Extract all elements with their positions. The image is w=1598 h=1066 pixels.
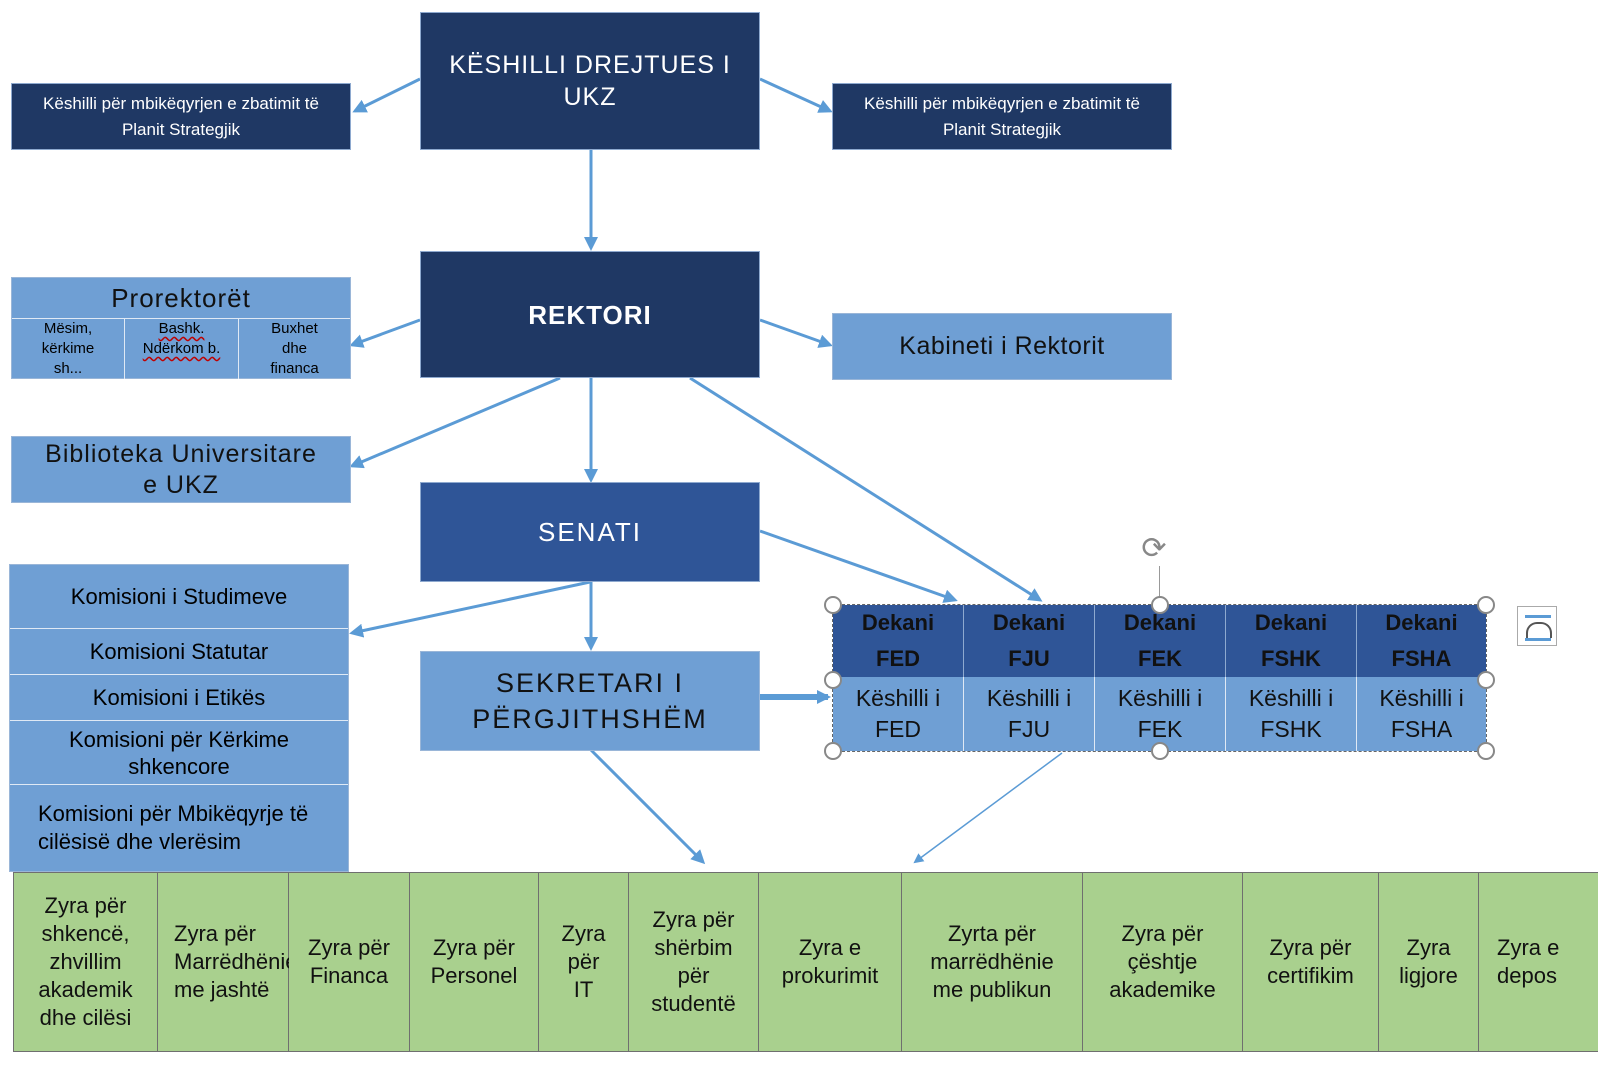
office-it: Zyra për IT (539, 873, 629, 1051)
office-student-services: Zyra për shërbim për studentë (629, 873, 759, 1051)
office-public-relations-label: Zyrta për marrëdhënie me publikun (930, 921, 1054, 1002)
office-certification-label: Zyra për certifikim (1267, 935, 1354, 988)
commission-research: Komisioni për Kërkime shkencore (10, 721, 348, 785)
commissions-panel: Komisioni i Studimeve Komisioni Statutar… (9, 564, 349, 872)
arrow-rector-to-cabinet (759, 318, 833, 348)
arrow-secretary-to-offices (589, 748, 706, 865)
prorector-teaching: Mësim, kërkime sh... (12, 319, 125, 379)
council-fek: Këshilli i FEK (1095, 677, 1226, 751)
office-personnel-label: Zyra për Personel (430, 935, 518, 988)
commission-statute: Komisioni Statutar (10, 629, 348, 675)
council-fed: Këshilli i FED (833, 677, 964, 751)
prorectors-box: Prorektorët Mësim, kërkime sh... Bashk. … (11, 277, 351, 379)
office-legal: Zyra ligjore (1379, 873, 1479, 1051)
resize-handle-tl[interactable] (824, 596, 842, 614)
arrow-faculties-to-offices (913, 752, 1063, 864)
rector-cabinet: Kabineti i Rektorit (832, 313, 1172, 380)
rotate-handle-stem (1159, 566, 1160, 603)
arrow-rector-to-prorectors (349, 318, 421, 348)
office-personnel: Zyra për Personel (410, 873, 539, 1051)
office-finance: Zyra për Financa (289, 873, 410, 1051)
resize-handle-mr[interactable] (1477, 671, 1495, 689)
monitoring-council-left-label: Këshilli për mbikëqyrjen e zbatimit të P… (43, 93, 319, 139)
office-science-label: Zyra për shkencë, zhvillim akademik dhe … (38, 893, 133, 1030)
office-science: Zyra për shkencë, zhvillim akademik dhe … (14, 873, 158, 1051)
resize-handle-bc[interactable] (1151, 742, 1169, 760)
rector-box: REKTORI (420, 251, 760, 378)
arrow-rector-to-library (349, 376, 561, 469)
dean-fsha: Dekani FSHA (1385, 610, 1458, 671)
prorector-budget: Buxhet dhe financa (270, 320, 319, 377)
library-label: Biblioteka Universitare e UKZ (45, 439, 317, 499)
offices-row: Zyra për shkencë, zhvillim akademik dhe … (13, 872, 1598, 1052)
resize-handle-br[interactable] (1477, 742, 1495, 760)
dean-fek: Dekani FEK (1095, 605, 1226, 677)
rector-cabinet-label: Kabineti i Rektorit (899, 332, 1105, 360)
library-box: Biblioteka Universitare e UKZ (11, 436, 351, 503)
arrow-board-to-right (759, 77, 833, 113)
monitoring-council-right-label: Këshilli për mbikëqyrjen e zbatimit të P… (864, 93, 1140, 139)
office-public-relations: Zyrta për marrëdhënie me publikun (902, 873, 1083, 1051)
office-legal-label: Zyra ligjore (1399, 935, 1458, 988)
office-finance-label: Zyra për Financa (308, 935, 390, 988)
monitoring-council-right: Këshilli për mbikëqyrjen e zbatimit të P… (832, 83, 1172, 150)
faculties-table[interactable]: Dekani FED Dekani FJU Dekani FEK Dekani … (824, 596, 1495, 760)
council-fju: Këshilli i FJU (964, 677, 1095, 751)
office-student-services-label: Zyra për shërbim për studentë (651, 907, 736, 1016)
office-academic-affairs: Zyra për çështje akademike (1083, 873, 1243, 1051)
resize-handle-ml[interactable] (824, 671, 842, 689)
office-procurement: Zyra e prokurimit (759, 873, 902, 1051)
arrow-board-to-left (352, 77, 421, 113)
office-depot: Zyra e depos (1479, 873, 1598, 1051)
office-it-label: Zyra për IT (561, 921, 606, 1002)
senate-box: SENATI (420, 482, 760, 582)
commission-quality: Komisioni për Mbikëqyrje të cilësisë dhe… (38, 801, 309, 854)
monitoring-council-left: Këshilli për mbikëqyrjen e zbatimit të P… (11, 83, 351, 150)
commission-studies: Komisioni i Studimeve (10, 565, 348, 629)
dean-fshk: Dekani FSHK (1226, 605, 1357, 677)
prorector-international: Bashk. Ndërkom b. (125, 319, 239, 379)
arrow-rector-to-faculties (689, 376, 1043, 602)
dean-fed: Dekani FED (833, 605, 964, 677)
office-depot-label: Zyra e depos (1497, 935, 1560, 988)
secretary-title: SEKRETARI I PËRGJITHSHËM (472, 668, 708, 734)
office-academic-affairs-label: Zyra për çështje akademike (1109, 921, 1216, 1002)
rotate-handle-icon[interactable]: ⟳ (1141, 532, 1167, 565)
council-fsha: Këshilli i FSHA (1379, 685, 1464, 742)
prorectors-title: Prorektorët (12, 278, 350, 319)
arrow-senate-to-faculties (759, 529, 958, 603)
board-box: KËSHILLI DREJTUES I UKZ (420, 12, 760, 150)
office-international: Zyra për Marrëdhënie me jashtë (158, 873, 298, 1051)
council-fshk: Këshilli i FSHK (1226, 677, 1357, 751)
resize-handle-tr[interactable] (1477, 596, 1495, 614)
commission-ethics: Komisioni i Etikës (10, 675, 348, 721)
office-procurement-label: Zyra e prokurimit (781, 935, 879, 988)
office-international-label: Zyra për Marrëdhënie me jashtë (174, 921, 298, 1002)
secretary-box: SEKRETARI I PËRGJITHSHËM (420, 651, 760, 751)
board-title: KËSHILLI DREJTUES I UKZ (449, 51, 731, 111)
rector-title: REKTORI (528, 300, 652, 330)
office-certification: Zyra për certifikim (1243, 873, 1379, 1051)
senate-title: SENATI (538, 516, 642, 547)
resize-handle-tc[interactable] (1151, 596, 1169, 614)
dean-fju: Dekani FJU (964, 605, 1095, 677)
resize-handle-bl[interactable] (824, 742, 842, 760)
layout-options-icon[interactable] (1517, 606, 1557, 646)
arrow-senate-to-commissions (349, 580, 591, 638)
